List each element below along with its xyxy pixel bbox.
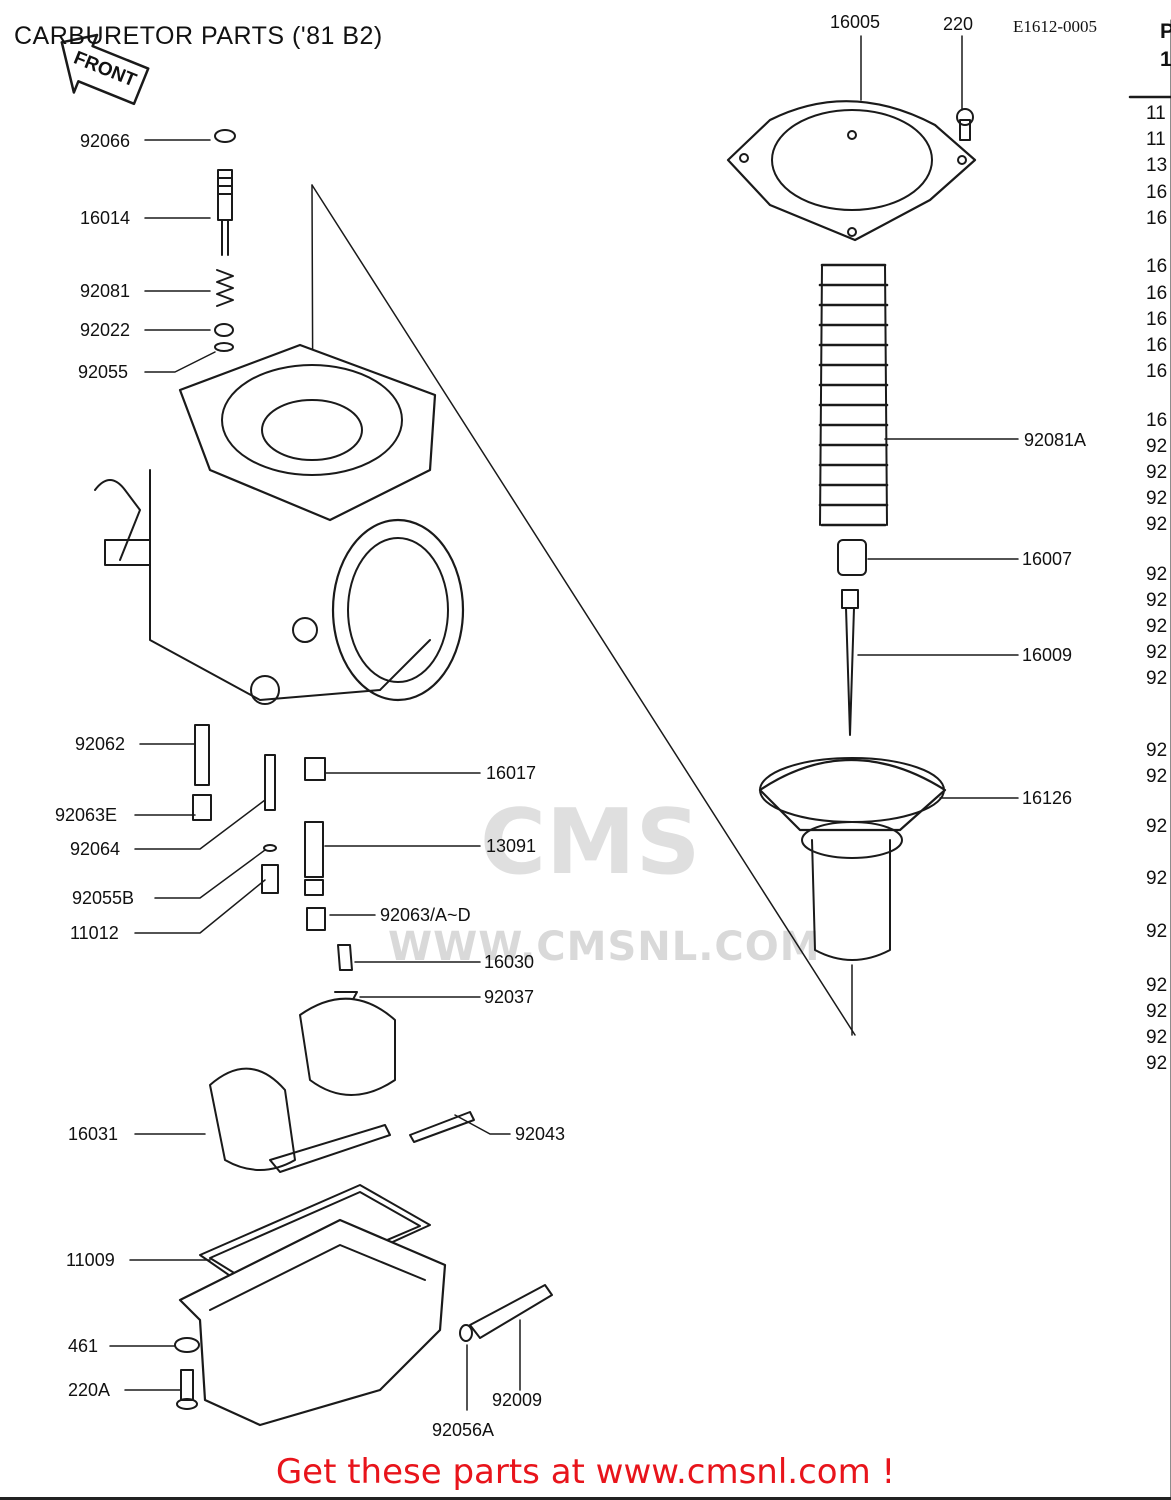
part-label-92066[interactable]: 92066 xyxy=(80,131,131,151)
side-list-entry: 92 xyxy=(1146,1028,1168,1048)
part-label-16005[interactable]: 16005 xyxy=(830,12,881,32)
part-label-92043[interactable]: 92043 xyxy=(515,1124,566,1144)
page-title: CARBURETOR PARTS ('81 B2) xyxy=(14,22,383,50)
side-list-entry: 92 xyxy=(1146,1054,1168,1074)
part-label-92056a[interactable]: 92056A xyxy=(432,1420,495,1440)
side-list-entry: 16 xyxy=(1146,284,1168,304)
carburetor-body xyxy=(94,343,465,705)
side-list-entry: 92 xyxy=(1146,767,1168,787)
side-list-entry: 16 xyxy=(1146,209,1168,229)
side-list-entry: 92 xyxy=(1146,565,1168,585)
part-label-92055[interactable]: 92055 xyxy=(78,362,129,382)
part-label-220a[interactable]: 220A xyxy=(68,1380,111,1400)
side-list-entry: 92 xyxy=(1146,591,1168,611)
part-label-16017[interactable]: 16017 xyxy=(486,763,537,783)
side-list-entry: 92 xyxy=(1146,741,1168,761)
part-label-11009[interactable]: 11009 xyxy=(66,1250,115,1270)
part-label-92081a[interactable]: 92081A xyxy=(1024,430,1087,450)
side-list-entry: 92 xyxy=(1146,463,1168,483)
part-label-92055b[interactable]: 92055B xyxy=(72,888,135,908)
top-cover xyxy=(726,100,977,242)
part-label-16014[interactable]: 16014 xyxy=(80,208,131,228)
vacuum-piston xyxy=(758,757,947,961)
side-list-entry: 13 xyxy=(1146,156,1168,176)
part-label-92009[interactable]: 92009 xyxy=(492,1390,543,1410)
part-label-16031[interactable]: 16031 xyxy=(68,1124,119,1144)
side-list-entry: 92 xyxy=(1146,1002,1168,1022)
side-list-entry: 11 xyxy=(1146,104,1166,124)
side-list-entry: 92 xyxy=(1146,515,1168,535)
spring xyxy=(818,263,889,527)
side-list-entry: 92 xyxy=(1146,669,1168,689)
part-label-11012[interactable]: 11012 xyxy=(70,923,119,943)
side-list-entry: 92 xyxy=(1146,489,1168,509)
side-list-entry: 16 xyxy=(1146,183,1168,203)
side-list-entry: 16 xyxy=(1146,257,1168,277)
part-label-16007[interactable]: 16007 xyxy=(1022,549,1073,569)
drawing-reference-code: E1612-0005 xyxy=(1013,17,1098,36)
guide-line xyxy=(311,184,856,1036)
part-label-92062[interactable]: 92062 xyxy=(75,734,126,754)
part-label-16126[interactable]: 16126 xyxy=(1022,788,1073,808)
float-assembly xyxy=(209,997,396,1173)
part-label-92064[interactable]: 92064 xyxy=(70,839,121,859)
part-label-13091[interactable]: 13091 xyxy=(486,836,537,856)
side-list-entry: 16 xyxy=(1146,411,1168,431)
side-list-entry: 92 xyxy=(1146,617,1168,637)
side-list-heading-top: P xyxy=(1160,20,1171,43)
footer-cta-link[interactable]: Get these parts at www.cmsnl.com ! xyxy=(275,1452,896,1492)
side-list-entry: 16 xyxy=(1146,362,1168,382)
part-label-92081[interactable]: 92081 xyxy=(80,281,131,301)
watermark-logo: CMS xyxy=(480,790,701,895)
part-label-92022[interactable]: 92022 xyxy=(80,320,131,340)
side-list-entry: 16 xyxy=(1146,310,1168,330)
side-list-entry: 92 xyxy=(1146,976,1168,996)
part-label-220[interactable]: 220 xyxy=(943,14,974,34)
part-label-92037[interactable]: 92037 xyxy=(484,987,535,1007)
part-label-16009[interactable]: 16009 xyxy=(1022,645,1073,665)
part-label-16030[interactable]: 16030 xyxy=(484,952,535,972)
side-list-entry: 92 xyxy=(1146,643,1168,663)
front-arrow xyxy=(60,33,150,106)
part-label-461[interactable]: 461 xyxy=(68,1336,99,1356)
side-list-entry: 11 xyxy=(1146,130,1166,150)
side-list-entry: 92 xyxy=(1146,922,1168,942)
side-list-heading-bottom: 1 xyxy=(1160,48,1171,71)
side-list-entry: 92 xyxy=(1146,437,1168,457)
side-list-entry: 92 xyxy=(1146,869,1168,889)
side-list-entry: 16 xyxy=(1146,336,1168,356)
side-list-entry: 92 xyxy=(1146,817,1168,837)
part-label-92063-a-d[interactable]: 92063/A~D xyxy=(380,905,471,925)
part-label-92063e[interactable]: 92063E xyxy=(55,805,118,825)
footer-divider xyxy=(0,1497,1171,1500)
